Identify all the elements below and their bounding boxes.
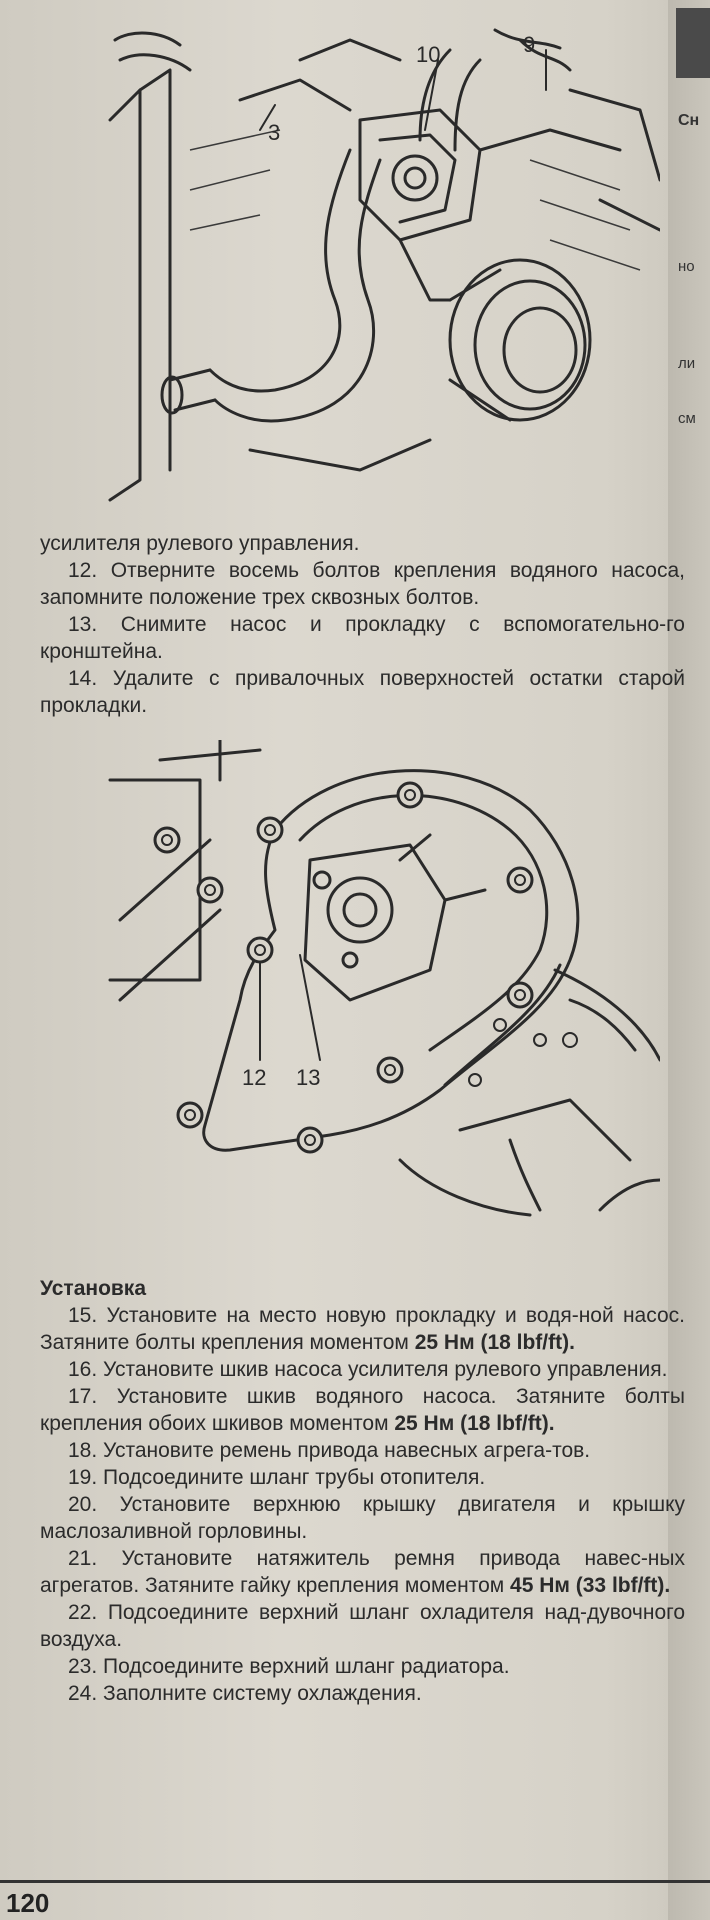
figure1-label-10: 10 [416,42,440,67]
installation-title: Установка [40,1277,146,1300]
step-24: 24. Заполните систему охлаждения. [68,1682,422,1705]
step-19: 19. Подсоедините шланг трубы отопителя. [68,1466,486,1489]
step-14: 14. Удалите с привалочных поверхностей о… [40,667,685,717]
removal-steps: усилителя рулевого управления. 12. Отвер… [40,530,685,719]
figure-water-pump-hoses: 10 9 3 [108,28,660,502]
step-13: 13. Снимите насос и прокладку с вспомога… [40,613,685,663]
figure1-label-3: 3 [268,120,280,145]
step-16: 16. Установите шкив насоса усилителя рул… [68,1358,668,1381]
figure2-label-12: 12 [242,1065,266,1090]
edge-fragment-4: см [678,410,696,427]
step-20: 20. Установите верхнюю крышку двигателя … [40,1493,685,1543]
step-15: 15. Установите на место новую прокладку … [40,1304,685,1354]
adjacent-page-header-block [676,8,710,78]
step-21: 21. Установите натяжитель ремня привода … [40,1547,685,1597]
page-number: 120 [6,1888,50,1918]
edge-fragment-3: ли [678,355,696,372]
figure2-label-13: 13 [296,1065,320,1090]
step-23: 23. Подсоедините верхний шланг радиатора… [68,1655,510,1678]
step-12: 12. Отверните восемь болтов крепления во… [40,559,685,609]
installation-section: Установка 15. Установите на место новую … [40,1275,685,1707]
edge-fragment-1: Сн [678,112,700,129]
edge-fragment-2: но [678,258,695,275]
figure-water-pump-bolts: 12 13 [108,740,660,1217]
step-22: 22. Подсоедините верхний шланг охладител… [40,1601,685,1651]
step-17: 17. Установите шкив водяного насоса. Зат… [40,1385,685,1435]
adjacent-page-edge [668,0,710,1920]
footer-rule [0,1880,710,1883]
step-18: 18. Установите ремень привода навесных а… [68,1439,591,1462]
figure1-label-9: 9 [523,32,535,57]
removal-continuation: усилителя рулевого управления. [40,532,360,555]
